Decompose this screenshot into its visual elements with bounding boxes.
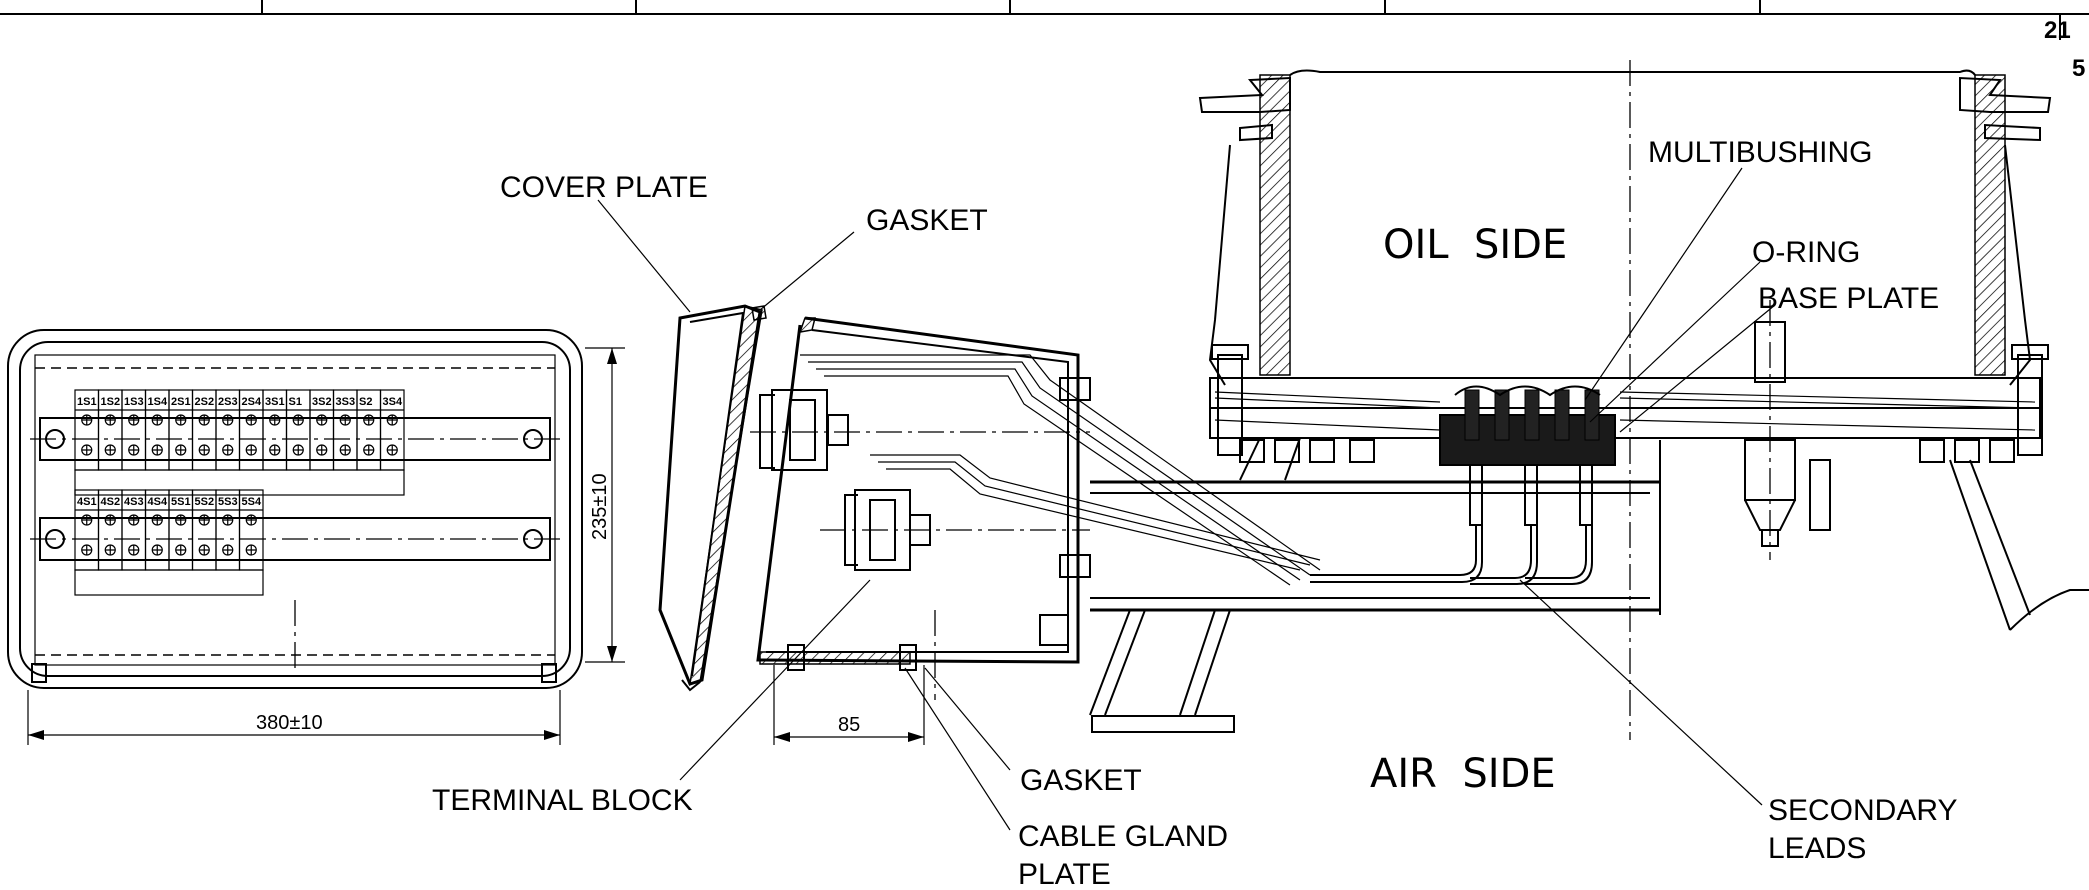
terminal-label: 4S2 [101, 496, 121, 508]
label-air-side: AIR SIDE [1370, 751, 1556, 797]
transformer-tank-section [1198, 60, 2089, 740]
corner-number-a: 21 [2044, 17, 2071, 44]
terminal-label: 3S3 [336, 396, 356, 408]
label-secondary-leads-line1: SECONDARY [1768, 794, 1958, 827]
terminal-label: 5S2 [195, 496, 215, 508]
label-base-plate: BASE PLATE [1758, 282, 1939, 315]
terminal-label: 2S1 [171, 396, 191, 408]
title-block-strip: 21 5 [0, 0, 2089, 82]
terminal-label: 1S1 [77, 396, 97, 408]
terminal-label: 3S2 [312, 396, 332, 408]
terminal-label: 5S1 [171, 496, 191, 508]
label-cable-gland-plate-line1: CABLE GLAND [1018, 820, 1228, 853]
gland-dimension: 85 [838, 714, 860, 736]
terminal-label: 3S1 [265, 396, 285, 408]
leader-lines [597, 167, 1776, 831]
label-gasket-top: GASKET [866, 204, 988, 237]
terminal-label: 1S4 [148, 396, 168, 408]
terminal-label: S1 [289, 396, 302, 408]
label-secondary-leads-line2: LEADS [1768, 832, 1866, 865]
label-o-ring: O-RING [1752, 236, 1860, 269]
gasket-top [751, 305, 767, 321]
terminal-label: 4S1 [77, 496, 97, 508]
cable-duct [1089, 440, 1661, 733]
label-multibushing: MULTIBUSHING [1648, 136, 1872, 169]
label-cover-plate: COVER PLATE [500, 171, 708, 204]
label-oil-side: OIL SIDE [1383, 222, 1567, 268]
label-terminal-block: TERMINAL BLOCK [432, 784, 693, 817]
corner-number-b: 5 [2072, 55, 2085, 82]
terminal-label: 1S3 [124, 396, 144, 408]
width-dimension: 380±10 [256, 712, 323, 734]
cover-plate [658, 304, 763, 692]
terminal-box-side-view: 85 [750, 316, 1321, 745]
terminal-label: 2S4 [242, 396, 262, 408]
terminal-label: 2S2 [195, 396, 215, 408]
terminal-label: 2S3 [218, 396, 238, 408]
label-cable-gland-plate-line2: PLATE [1018, 858, 1111, 890]
terminal-label: 4S3 [124, 496, 144, 508]
terminal-label: 4S4 [148, 496, 168, 508]
terminal-label: 3S4 [383, 396, 403, 408]
terminal-label: 5S3 [218, 496, 238, 508]
terminal-label: S2 [359, 396, 372, 408]
height-dimension: 235±10 [589, 473, 611, 540]
label-gasket-bottom: GASKET [1020, 764, 1142, 797]
terminal-label: 5S4 [242, 496, 262, 508]
terminal-label: 1S2 [101, 396, 121, 408]
